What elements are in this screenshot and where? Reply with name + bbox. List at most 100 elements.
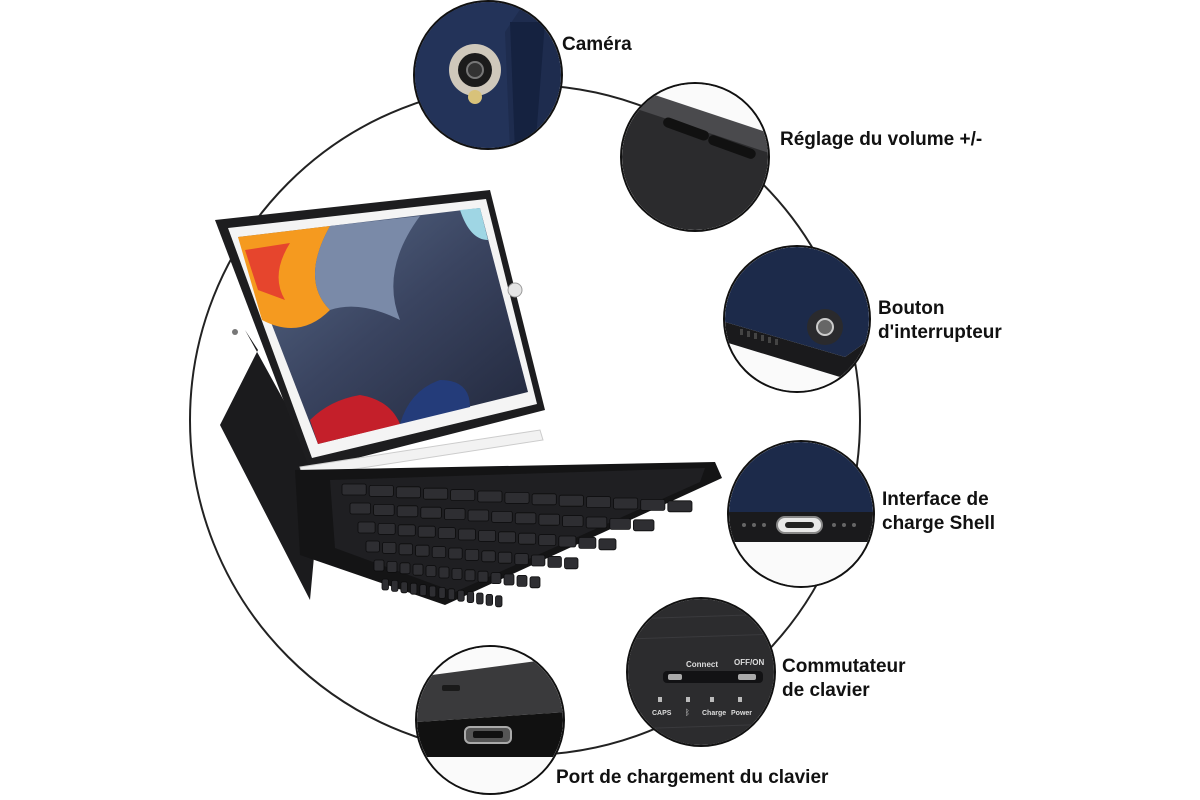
keyboard-key	[437, 527, 456, 539]
keyboard-key	[547, 556, 562, 568]
power-detail	[723, 245, 871, 393]
keyboard-key	[503, 573, 515, 586]
keyboard-key	[450, 489, 476, 502]
power-button-icon	[725, 247, 869, 391]
keyboard-key	[341, 483, 367, 496]
keyboard-key	[531, 554, 546, 567]
power-label: Bouton d'interrupteur	[878, 298, 1002, 343]
keyboard-key	[419, 584, 427, 596]
keyboard-key	[400, 581, 408, 594]
keyboard-key	[498, 531, 517, 544]
keyboard-key	[558, 535, 577, 548]
keyboard-key	[514, 553, 529, 565]
keyboard-key	[409, 582, 418, 595]
keyboard-key	[431, 546, 447, 558]
keyboard-key	[451, 568, 463, 580]
keyboard-key	[396, 505, 419, 518]
keyboard-key	[464, 569, 476, 582]
keyboard-key	[518, 532, 537, 545]
keyboard-key	[391, 580, 399, 592]
keyboard-key	[466, 591, 475, 603]
connect-button	[668, 674, 682, 680]
keyboard-key	[477, 570, 489, 583]
keyboard-key	[529, 576, 541, 589]
keyboard-port-label: Port de chargement du clavier	[556, 767, 829, 788]
keyboard-key	[365, 540, 380, 553]
volume-label: Réglage du volume +/-	[780, 129, 983, 150]
keyboard-key	[425, 565, 437, 577]
caps-text: CAPS	[652, 710, 672, 717]
keyboard-key	[457, 589, 465, 602]
charge-text: Charge	[702, 710, 726, 717]
keyboard-key	[531, 493, 557, 506]
keyboard-key	[381, 578, 389, 591]
keyboard-key	[373, 559, 385, 572]
keyboard-key	[504, 491, 530, 504]
keyboard-key	[377, 523, 396, 535]
camera-label: Caméra	[562, 34, 632, 55]
keyboard-key	[564, 557, 579, 570]
keyboard-key	[485, 594, 494, 606]
keyboard-key	[640, 498, 666, 511]
bluetooth-icon: ᛒ	[685, 708, 690, 717]
keyboard-key	[417, 525, 436, 538]
keyboard-key	[386, 561, 398, 573]
shell-charge-detail	[727, 440, 875, 588]
power-switch	[738, 674, 756, 680]
keyboard-port-detail	[415, 645, 565, 795]
keyboard-key	[447, 588, 456, 601]
keyboard-key	[412, 563, 424, 576]
keyboard-switch-panel: Connect OFF/ON CAPS ᛒ Charge Power	[628, 599, 774, 745]
keyboard-key	[420, 506, 442, 519]
volume-detail	[620, 82, 770, 232]
keyboard-key	[349, 502, 372, 515]
camera-detail	[413, 0, 563, 150]
keyboard-key	[423, 487, 449, 500]
keyboard-key	[444, 508, 466, 521]
keyboard-key	[467, 509, 490, 522]
keyboard-key	[477, 490, 503, 503]
keyboard-key	[448, 547, 463, 560]
keyboard-key	[497, 551, 513, 564]
keyboard-key	[398, 543, 414, 556]
keyboard-key	[357, 521, 376, 534]
keyboard-key	[490, 572, 502, 584]
keyboard-key	[368, 484, 394, 497]
connect-text: Connect	[686, 660, 718, 669]
keyboard-key	[495, 595, 503, 608]
keyboard-key	[491, 510, 513, 523]
keyboard-switch-label: Commutateur de clavier	[782, 656, 906, 701]
keyboard-key	[578, 537, 597, 549]
keyboard-key	[478, 530, 497, 542]
shell-charge-label: Interface de charge Shell	[882, 489, 995, 534]
keyboard-key	[438, 566, 450, 579]
usb-c-port-icon	[729, 442, 873, 586]
keyboard-key	[609, 518, 631, 530]
keyboard-key	[438, 587, 446, 599]
offon-text: OFF/ON	[734, 658, 764, 667]
keyboard-key	[633, 519, 655, 532]
keyboard-key	[562, 515, 584, 527]
keyboard-key	[613, 497, 639, 510]
keyboard-key	[382, 542, 397, 554]
keyboard-key	[481, 550, 496, 563]
keyboard-key	[457, 528, 476, 541]
keyboard-key	[598, 538, 617, 551]
keyboard-key	[464, 549, 480, 561]
keyboard-key	[538, 534, 557, 546]
micro-usb-port-icon	[417, 647, 563, 793]
keyboard-key	[586, 496, 612, 509]
keyboard-key	[667, 500, 693, 513]
keyboard-key	[538, 513, 560, 526]
keyboard-key	[415, 544, 430, 557]
keyboard-key	[395, 486, 421, 499]
camera-icon	[415, 2, 561, 148]
keyboard-key	[397, 524, 416, 537]
keyboard-key	[428, 585, 437, 598]
power-text: Power	[731, 710, 752, 717]
keyboard-key	[373, 503, 395, 516]
keyboard-key	[514, 512, 537, 525]
volume-buttons-icon	[622, 84, 768, 230]
